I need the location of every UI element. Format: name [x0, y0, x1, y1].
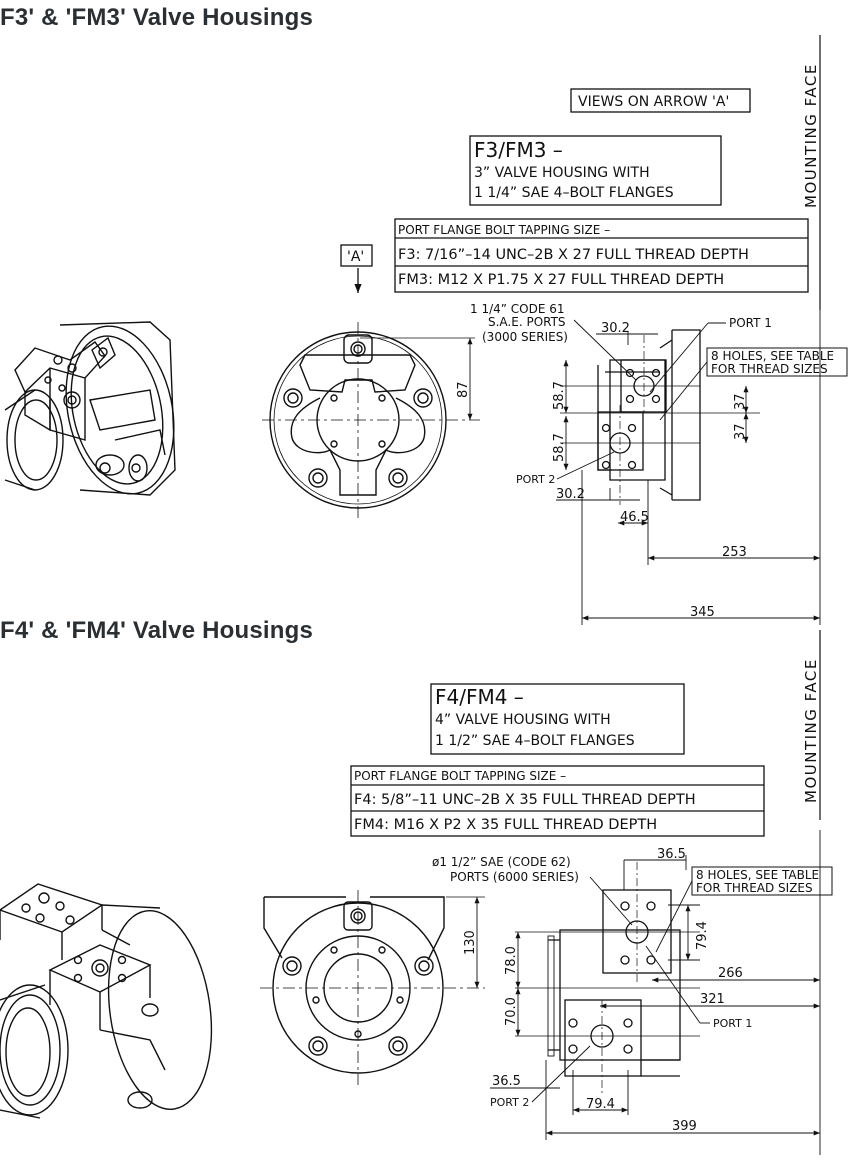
dim-37-b: 37	[733, 423, 748, 440]
dim-46-5: 46.5	[620, 510, 649, 525]
dim-345: 345	[690, 605, 715, 620]
dim-36-5-bottom: 36.5	[492, 1074, 521, 1089]
f3-title-box	[469, 135, 722, 206]
f3-holes-note: FOR THREAD SIZES	[711, 362, 828, 376]
f3-tapping-row: FM3: M12 X P1.75 X 27 FULL THREAD DEPTH	[398, 272, 724, 288]
arrow-a-box	[340, 244, 373, 267]
f3-title-line2: 3” VALVE HOUSING WITH	[474, 165, 650, 181]
f4-tapping-table	[350, 765, 765, 837]
dim-78-0: 78.0	[504, 946, 519, 975]
dim-30-2-bottom: 30.2	[556, 487, 585, 502]
dim-253: 253	[722, 545, 747, 560]
dim-266: 266	[718, 966, 743, 981]
f3-title-line1: F3/FM3 –	[474, 138, 563, 162]
f4-title-line3: 1 1/2” SAE 4–BOLT FLANGES	[435, 733, 635, 749]
dim-30-2-top: 30.2	[601, 321, 630, 336]
f3-tapping-table	[394, 218, 809, 293]
arrow-a-label: 'A'	[347, 249, 364, 265]
f3-tapping-row: F3: 7/16”–14 UNC–2B X 27 FULL THREAD DEP…	[398, 247, 749, 263]
f3-title-line3: 1 1/4” SAE 4–BOLT FLANGES	[474, 185, 674, 201]
f3-ports-note: 1 1/4” CODE 61	[470, 302, 565, 316]
f4-port2-label: PORT 2	[490, 1096, 529, 1109]
f3-side-view	[560, 329, 760, 505]
f4-tapping-header: PORT FLANGE BOLT TAPPING SIZE –	[354, 769, 566, 783]
dim-36-5-top: 36.5	[657, 847, 686, 862]
f4-port1-label: PORT 1	[713, 1017, 752, 1030]
dim-37-a: 37	[733, 393, 748, 410]
section-heading-f4: F4' & 'FM4' Valve Housings	[0, 617, 314, 644]
f4-holes-note: FOR THREAD SIZES	[696, 881, 813, 895]
f4-ports-note: ø1 1/2” SAE (CODE 62)	[432, 855, 571, 869]
f4-tapping-row: FM4: M16 X P2 X 35 FULL THREAD DEPTH	[354, 817, 657, 833]
f3-front-view	[262, 322, 480, 520]
dim-79-4-vertical: 79.4	[695, 921, 710, 950]
dim-70-0: 70.0	[504, 997, 519, 1026]
f4-side-view	[515, 862, 700, 1095]
f3-ports-note: (3000 SERIES)	[482, 330, 568, 344]
f4-title-line2: 4” VALVE HOUSING WITH	[435, 712, 611, 728]
views-on-arrow-label: VIEWS ON ARROW 'A'	[578, 94, 729, 110]
dim-399: 399	[672, 1119, 697, 1134]
f4-tapping-row: F4: 5/8”–11 UNC–2B X 35 FULL THREAD DEPT…	[354, 792, 696, 808]
f3-port2-label: PORT 2	[516, 473, 555, 486]
f3-tapping-header: PORT FLANGE BOLT TAPPING SIZE –	[398, 223, 610, 237]
dim-321: 321	[700, 992, 725, 1007]
f3-isometric-view	[4, 321, 176, 496]
f4-ports-note: PORTS (6000 SERIES)	[450, 870, 579, 884]
f3-port1-label: PORT 1	[729, 316, 772, 330]
f4-isometric-view	[0, 883, 213, 1119]
dim-58-7-a: 58.7	[552, 381, 567, 410]
dim-58-7-b: 58.7	[552, 433, 567, 462]
dim-130: 130	[463, 930, 478, 955]
f4-title-line1: F4/FM4 –	[435, 685, 524, 709]
f3-holes-note: 8 HOLES, SEE TABLE	[711, 349, 834, 363]
views-on-arrow-box	[570, 88, 751, 113]
dim-87: 87	[456, 381, 471, 398]
f4-front-view	[260, 890, 485, 1085]
mounting-face-label-f3: MOUNTING FACE	[802, 63, 820, 208]
section-heading-f3: F3' & 'FM3' Valve Housings	[0, 4, 314, 31]
f3-ports-note: S.A.E. PORTS	[488, 315, 566, 329]
dim-79-4-horizontal: 79.4	[586, 1097, 615, 1112]
f4-holes-note: 8 HOLES, SEE TABLE	[696, 868, 819, 882]
mounting-face-label-f4: MOUNTING FACE	[802, 658, 820, 803]
f4-title-box	[430, 683, 685, 755]
